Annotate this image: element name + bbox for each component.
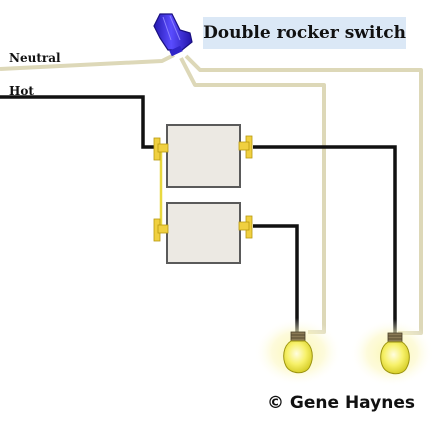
switch-upper xyxy=(166,124,241,188)
wire-nut-icon xyxy=(153,13,193,57)
hot-feed-wire xyxy=(0,95,158,149)
switch-lower xyxy=(166,202,241,264)
light-bulb-right xyxy=(380,332,410,375)
rocker-switch-icon xyxy=(166,124,241,264)
copyright-text: © Gene Haynes xyxy=(267,393,415,413)
neutral-feed-wire xyxy=(0,53,175,71)
hot-wire-lower-switch xyxy=(253,224,299,336)
neutral-wire-bulb-right xyxy=(184,54,423,335)
light-bulb-icon xyxy=(283,331,410,375)
hot-label: Hot xyxy=(9,84,34,98)
hot-wires xyxy=(0,95,397,336)
neutral-label: Neutral xyxy=(9,51,61,65)
light-bulb-left xyxy=(283,331,313,374)
diagram-title: Double rocker switch xyxy=(203,17,406,49)
hot-wire-upper-switch xyxy=(253,145,397,336)
screw-terminal-icon xyxy=(153,135,253,242)
neutral-wire-bulb-left xyxy=(179,57,326,334)
